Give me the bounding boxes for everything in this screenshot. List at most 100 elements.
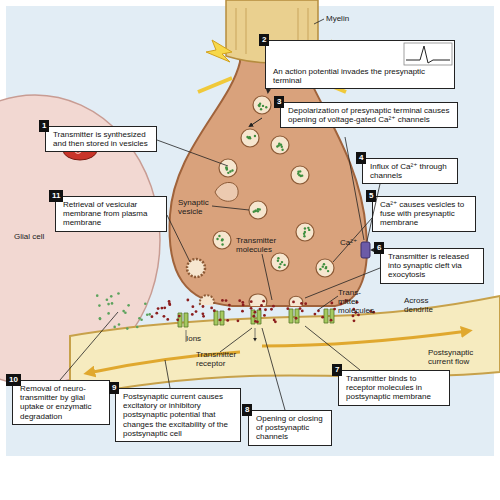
callout-text: Removal of neuro-transmitter by glial up… [20,384,105,421]
leader-line [262,254,272,300]
synaptic-vesicle [271,136,289,154]
transmitter-molecule [218,235,220,237]
transmitter-molecule [228,304,231,307]
transmitter-molecule [264,308,267,311]
transmitter-molecule [96,294,99,297]
transmitter-molecule [286,307,289,310]
transmitter-molecule [221,243,223,245]
leader-line [157,140,228,166]
transmitter-molecule [151,315,154,318]
transmitter-molecule [210,307,213,310]
leader-line [345,137,364,240]
transmitter-molecule [257,208,259,210]
receptor-channel [214,311,224,325]
transmitter-molecule [191,313,194,316]
receptor-channel [178,313,188,327]
transmitter-molecule [98,304,101,307]
transmitter-molecule [300,302,303,305]
leader-line [305,268,380,298]
part-label: Across dendrite [404,296,450,314]
transport-arrow [250,118,262,126]
transmitter-molecule [176,318,179,321]
transmitter-molecule [254,311,257,314]
transmitter-molecule [231,169,233,171]
synaptic-vesicle [213,231,231,249]
leader-line [220,328,252,352]
synaptic-vesicle [253,96,271,114]
transmitter-molecule [229,170,231,172]
transmitter-molecule [146,313,149,316]
transmitter-molecule [155,312,158,315]
part-label: Ions [186,334,201,343]
background-panel [6,6,494,456]
transmitter-molecule [258,105,260,107]
transmitter-molecule [99,317,102,320]
callout-box: 9Postsynaptic current causes excitatory … [115,388,241,442]
callout-number: 2 [259,34,269,46]
transmitter-molecule [283,264,285,266]
transmitter-molecule [238,299,241,302]
transmitter-molecule [278,144,280,146]
transmitter-molecule [252,315,255,318]
transmitter-molecule [303,235,305,237]
calcium-channel [361,242,370,258]
transmitter-molecule [270,308,273,311]
transmitter-molecule [221,239,223,241]
transmitter-molecule [323,263,325,265]
part-label: Ca²⁺ [340,238,357,247]
transmitter-molecule [126,327,129,330]
golgi-membrane [215,182,238,201]
synaptic-vesicle [249,201,267,219]
synaptic-vesicle [241,129,259,147]
transmitter-molecule [278,266,280,268]
callout-box: 8Opening or closing of postsynaptic chan… [248,410,332,446]
transmitter-molecule [99,318,102,321]
transmitter-molecule [122,310,125,313]
transmitter-molecule [237,319,240,322]
transmitter-molecule [227,172,229,174]
callout-text: Transmitter is synthesized and then stor… [53,130,152,148]
callout-number: 3 [274,96,284,108]
callout-box: 10Removal of neuro-transmitter by glial … [12,380,110,425]
part-label: Synaptic vesicle [178,198,224,216]
transmitter-molecule [272,305,275,308]
transmitter-molecule [327,270,329,272]
transmitter-molecule [277,260,279,262]
transmitter-molecule [117,292,120,295]
current-flow-arrow [262,331,468,346]
transmitter-molecule [317,309,320,312]
leader-line [305,326,360,370]
leader-line [318,296,338,310]
transmitter-molecule [226,319,229,322]
callout-box: 11Retrieval of vesicular membrane from p… [55,196,167,232]
callout-box: 2An action potential invades the presyna… [265,40,455,89]
callout-number: 10 [6,374,21,386]
callout-number: 6 [374,242,384,254]
callout-text: Influx of Ca²⁺ through channels [370,162,453,180]
transmitter-molecule [295,317,298,320]
leader-line [262,328,285,410]
transmitter-molecule [201,312,204,315]
transmitter-molecule [106,298,109,301]
leader-line [367,184,380,241]
transmitter-molecule [262,105,264,107]
transmitter-molecule [279,263,281,265]
callout-number: 1 [39,120,49,132]
transmitter-molecule [260,108,262,110]
transmitter-molecule [127,304,130,307]
receptor-channel [324,309,334,323]
action-potential-burst [206,40,232,62]
transmitter-molecule [254,210,256,212]
transmitter-molecule [250,307,253,310]
transmitter-molecule [186,299,189,302]
transmitter-molecule [148,313,151,316]
transmitter-molecule [195,310,198,313]
transmitter-molecule [168,303,171,306]
transmitter-molecule [301,174,303,176]
transmitter-molecule [321,316,324,319]
transmitter-molecule [281,149,283,151]
coated-pit [200,295,214,305]
synaptic-vesicle [296,223,314,241]
transmitter-molecule [250,300,253,303]
